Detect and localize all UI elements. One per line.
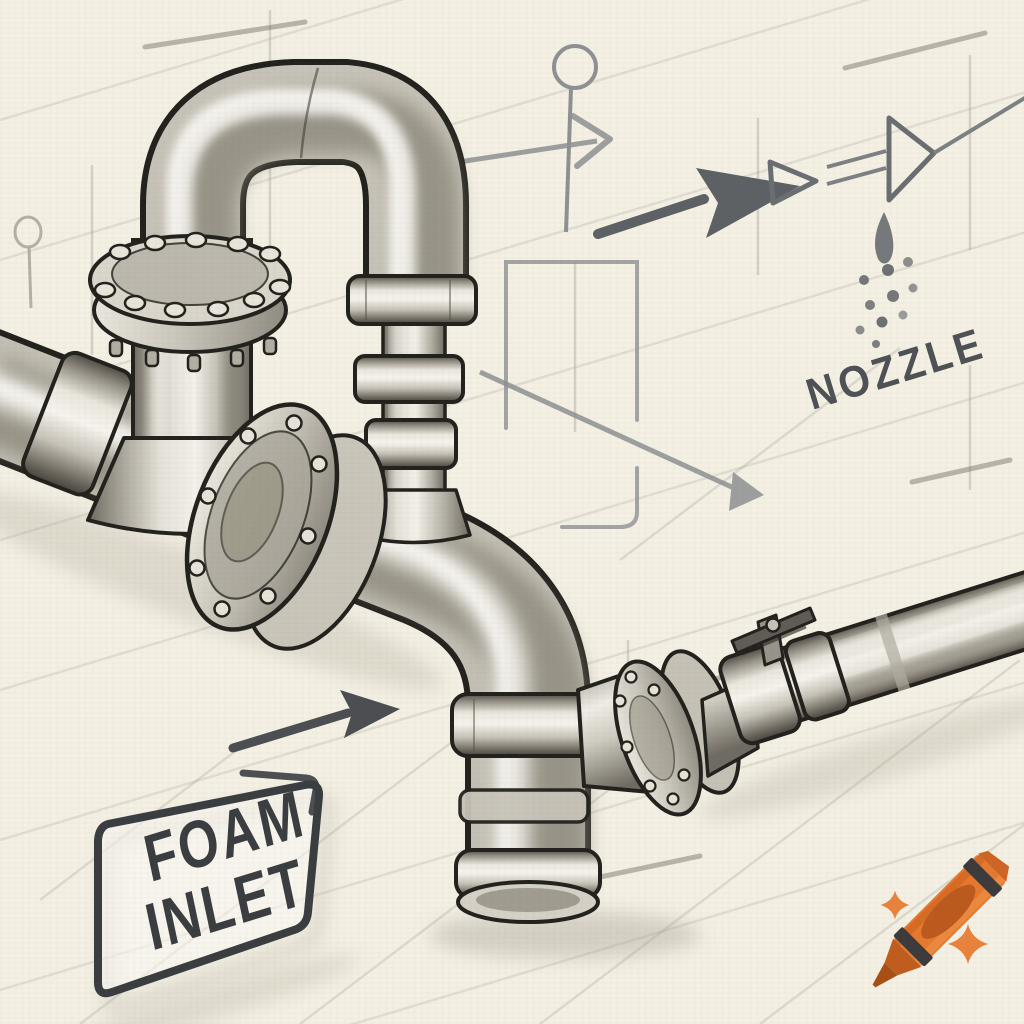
schematic-rectangle bbox=[504, 260, 639, 529]
flange-bolts bbox=[93, 231, 292, 319]
u-bend-couplings bbox=[346, 274, 478, 470]
riser-flange bbox=[88, 231, 292, 373]
flange-bolts bbox=[188, 414, 328, 618]
spray-dots bbox=[855, 257, 918, 348]
sparkle-icon bbox=[880, 890, 910, 920]
crayon-watermark bbox=[872, 850, 1010, 988]
spray-droplet bbox=[874, 212, 894, 264]
flow-arrow-chevron bbox=[451, 113, 613, 169]
weld-seam bbox=[299, 67, 320, 159]
flange-bolts bbox=[613, 670, 691, 806]
branch-pipe bbox=[718, 563, 1024, 746]
vertical-pipe-fittings bbox=[450, 692, 606, 924]
valve-lever bbox=[730, 606, 817, 667]
u-bend-pipe bbox=[140, 59, 469, 330]
main-pipe-sleeve bbox=[21, 350, 134, 497]
foam-inlet-arrow bbox=[228, 690, 400, 753]
crayon-icon bbox=[872, 850, 1010, 988]
nozzle-cone-icon bbox=[886, 96, 1024, 203]
flow-arrow-icon bbox=[593, 149, 887, 239]
lollipop-node-icon-left bbox=[13, 215, 43, 309]
lollipop-node-icon bbox=[552, 44, 598, 233]
flow-arrow-diagonal bbox=[478, 369, 764, 511]
nozzle-label: NOZZLE bbox=[800, 318, 990, 419]
sparkle-icon bbox=[948, 924, 988, 964]
main-flange bbox=[184, 402, 388, 651]
sign-sketch-artifact bbox=[239, 769, 320, 816]
hanging-bolts bbox=[108, 336, 278, 373]
